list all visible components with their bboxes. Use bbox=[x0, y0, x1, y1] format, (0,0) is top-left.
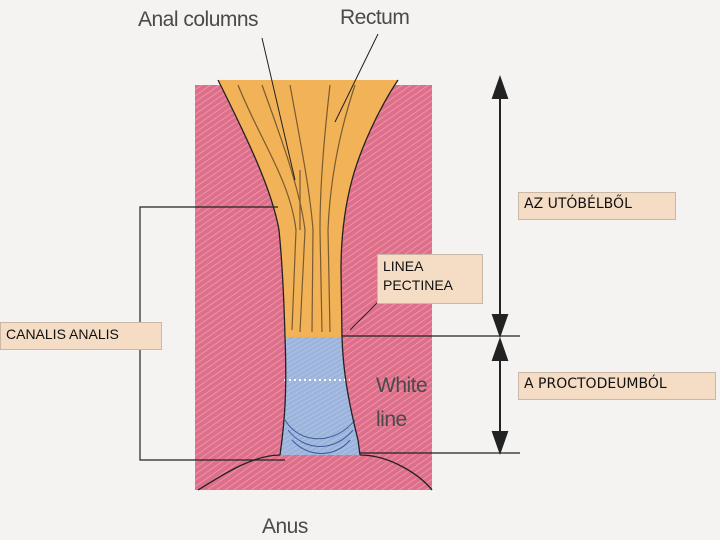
canalis-analis-text: CANALIS ANALIS bbox=[6, 326, 119, 342]
white-line-label-1: White bbox=[376, 374, 428, 397]
linea-pointer bbox=[349, 301, 379, 331]
proctodeum-text: A PROCTODEUMBÓL bbox=[524, 376, 667, 392]
linea-pectinea-text-1: LINEA bbox=[383, 258, 424, 274]
anus-label: Anus bbox=[262, 515, 308, 538]
rectum-label: Rectum bbox=[340, 6, 410, 29]
hindgut-box: AZ UTÓBÉLBŐL bbox=[518, 192, 676, 220]
anal-columns-pointer bbox=[261, 37, 296, 181]
hindgut-text: AZ UTÓBÉLBŐL bbox=[524, 196, 632, 212]
anal-region bbox=[280, 337, 360, 455]
linea-pectinea-box: LINEA PECTINEA bbox=[377, 254, 483, 304]
anus-folds bbox=[284, 419, 356, 454]
canalis-analis-box: CANALIS ANALIS bbox=[0, 322, 162, 350]
canal-outline bbox=[197, 79, 433, 491]
white-line-label-2: line bbox=[376, 408, 407, 431]
rectum-region bbox=[218, 80, 398, 337]
hindgut-arrow bbox=[491, 74, 509, 339]
proctodeum-arrow bbox=[491, 336, 509, 456]
rectum-pointer bbox=[334, 33, 379, 123]
proctodeum-box: A PROCTODEUMBÓL bbox=[518, 372, 716, 400]
anal-columns bbox=[237, 84, 356, 333]
linea-pectinea-text-2: PECTINEA bbox=[383, 277, 454, 293]
anal-columns-label: Anal columns bbox=[138, 8, 259, 31]
